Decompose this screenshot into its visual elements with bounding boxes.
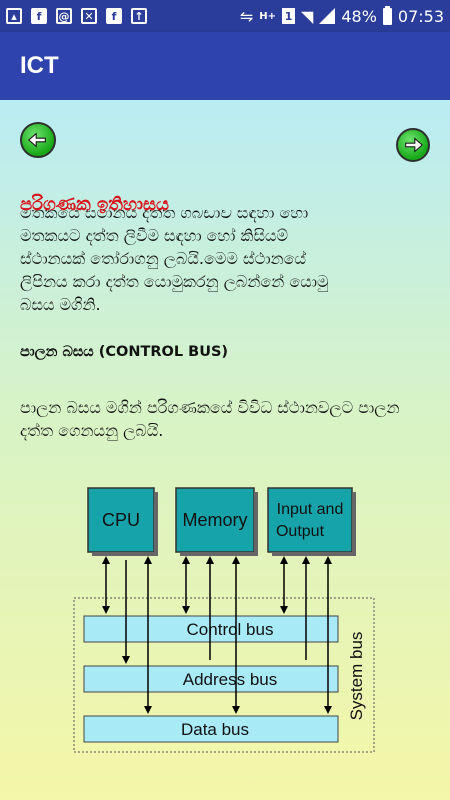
vibrate-icon: ⇋ bbox=[239, 6, 254, 26]
system-bus-outline bbox=[73, 597, 375, 753]
io-label-line2: Output bbox=[276, 523, 325, 540]
paragraph-line: බසය මගිනි. bbox=[20, 295, 101, 314]
paragraph-line: ස්ථානයක් තෝරාගනු ලබයි.මෙම ස්ථානයේ bbox=[20, 249, 306, 268]
mail-icon: ✕ bbox=[81, 8, 97, 24]
system-bus-diagram: CPU Memory Input and Output Control bus … bbox=[73, 487, 375, 753]
system-bus-label: System bus bbox=[347, 632, 366, 721]
content-area[interactable]: පරිගණක ඉතිහාසය මතකයේ ස්ථානය දත්ත ගබඩාව ස… bbox=[0, 100, 450, 800]
image-icon: ▴ bbox=[6, 8, 22, 24]
signal-icon bbox=[319, 8, 336, 24]
data-bus-bar bbox=[83, 715, 339, 743]
facebook-icon: f bbox=[31, 8, 47, 24]
sim-icon: 1 bbox=[282, 8, 296, 24]
app-title: ICT bbox=[20, 52, 59, 79]
paragraph-address-bus: මතකයේ ස්ථානය දත්ත ගබඩාව සඳහා හෝ මතකයට දත… bbox=[20, 210, 420, 316]
facebook-icon: f bbox=[106, 8, 122, 24]
battery-icon bbox=[382, 5, 392, 25]
cpu-label: CPU bbox=[102, 510, 140, 530]
paragraph-line: ලිපිනය කරා දත්ත යොමුකරනු ලබන්නේ යොමු bbox=[20, 272, 329, 291]
notification-icons: ▴ f @ ✕ f ↑ bbox=[6, 8, 147, 24]
section-heading: පාලන බසය (CONTROL BUS) bbox=[20, 344, 229, 360]
page-title: පරිගණක ඉතිහාසය bbox=[20, 194, 169, 215]
arrow-right-icon bbox=[405, 137, 424, 153]
wifi-icon: ◥ bbox=[301, 6, 314, 26]
memory-block: Memory bbox=[175, 487, 258, 556]
cpu-block: CPU bbox=[87, 487, 158, 556]
status-bar: ▴ f @ ✕ f ↑ ⇋ H+ 1 ◥ 48% 07:53 bbox=[0, 0, 450, 32]
clock: 07:53 bbox=[397, 6, 444, 26]
paragraph-control-bus: පාලන බසය මගින් පරිගණකයේ විවිධ ස්ථානවලට ප… bbox=[20, 398, 400, 440]
control-bus-label: Control bus bbox=[187, 620, 274, 639]
battery-percent: 48% bbox=[341, 6, 377, 26]
network-type-label: H+ bbox=[259, 10, 277, 22]
io-block: Input and Output bbox=[267, 487, 356, 556]
upload-icon: ↑ bbox=[131, 8, 147, 24]
data-bus-label: Data bus bbox=[181, 720, 249, 739]
address-bus-label: Address bus bbox=[183, 670, 278, 689]
app-bar: ICT bbox=[0, 32, 450, 100]
system-icons: ⇋ H+ 1 ◥ 48% 07:53 bbox=[239, 5, 444, 26]
io-label-line1: Input and bbox=[277, 501, 344, 518]
memory-label: Memory bbox=[182, 510, 247, 530]
paragraph-line: මතකයට දත්ත ලිවීම සඳහා හෝ කිසියම් bbox=[20, 226, 289, 245]
next-page-button[interactable] bbox=[396, 128, 430, 162]
paragraph-line: මතකයේ ස්ථානය දත්ත ගබඩාව සඳහා හෝ bbox=[20, 210, 309, 222]
address-bus-bar bbox=[83, 665, 339, 693]
previous-page-button[interactable] bbox=[20, 122, 56, 158]
arrow-left-icon bbox=[27, 132, 46, 148]
email-icon: @ bbox=[56, 8, 72, 24]
